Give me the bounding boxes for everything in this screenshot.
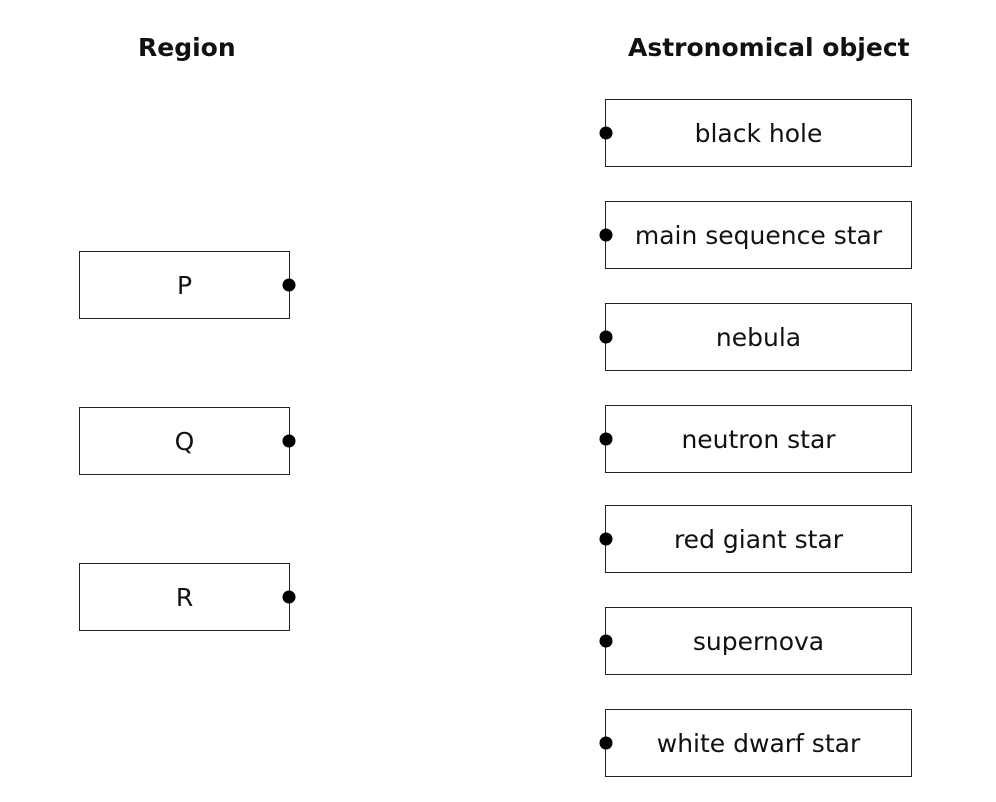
object-label: white dwarf star [656, 728, 861, 758]
object-box-neutron-star[interactable]: neutron star [599, 405, 912, 473]
object-column-heading: Astronomical object [628, 33, 910, 62]
object-box-nebula[interactable]: nebula [599, 303, 912, 371]
object-box-white-dwarf-star[interactable]: white dwarf star [599, 709, 912, 777]
connector-dot[interactable] [599, 432, 613, 446]
connector-dot[interactable] [282, 590, 296, 604]
connector-dot[interactable] [599, 330, 613, 344]
connector-dot[interactable] [599, 228, 613, 242]
object-box-supernova[interactable]: supernova [599, 607, 912, 675]
object-label: red giant star [673, 524, 844, 554]
connector-dot[interactable] [282, 278, 296, 292]
object-label: main sequence star [634, 220, 883, 250]
object-box-black-hole[interactable]: black hole [599, 99, 912, 167]
region-label: P [176, 270, 193, 300]
connector-dot[interactable] [599, 634, 613, 648]
connector-dot[interactable] [282, 434, 296, 448]
region-box-q[interactable]: Q [79, 407, 296, 475]
connector-dot[interactable] [599, 736, 613, 750]
object-label: nebula [715, 322, 802, 352]
region-label: Q [174, 426, 195, 456]
region-box-p[interactable]: P [79, 251, 296, 319]
connector-dot[interactable] [599, 532, 613, 546]
connector-dot[interactable] [599, 126, 613, 140]
object-label: neutron star [681, 424, 836, 454]
object-label: black hole [694, 118, 823, 148]
region-label: R [175, 582, 194, 612]
object-label: supernova [692, 626, 825, 656]
region-column-heading: Region [138, 33, 236, 62]
region-box-r[interactable]: R [79, 563, 296, 631]
object-box-main-sequence-star[interactable]: main sequence star [599, 201, 912, 269]
object-box-red-giant-star[interactable]: red giant star [599, 505, 912, 573]
